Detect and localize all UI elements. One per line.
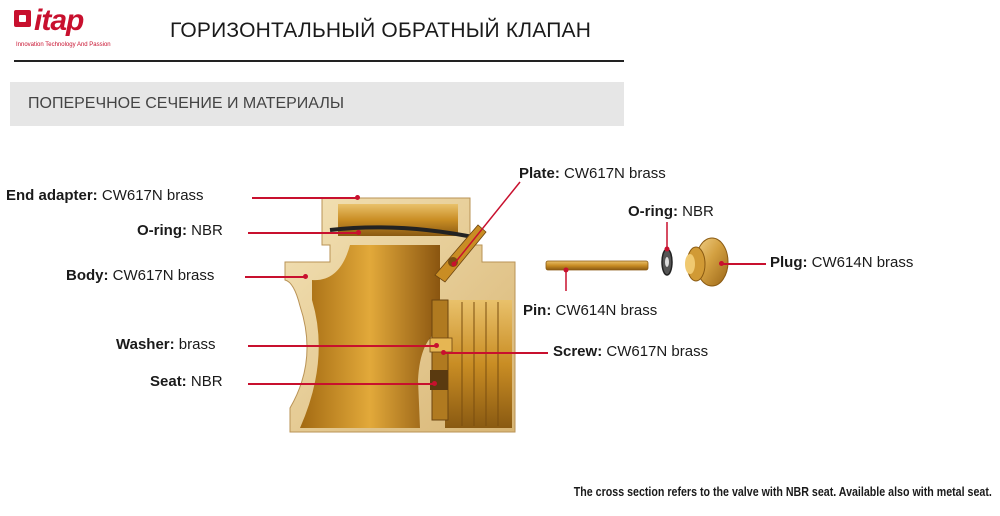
leader-screw (444, 352, 548, 354)
label-o-ring-plug: O-ring: NBR (628, 203, 714, 220)
label-pin: Pin: CW614N brass (523, 302, 657, 319)
label-screw: Screw: CW617N brass (553, 343, 708, 360)
label-plug: Plug: CW614N brass (770, 254, 913, 271)
leader-plug (722, 263, 766, 265)
footnote: The cross section refers to the valve wi… (574, 484, 992, 499)
